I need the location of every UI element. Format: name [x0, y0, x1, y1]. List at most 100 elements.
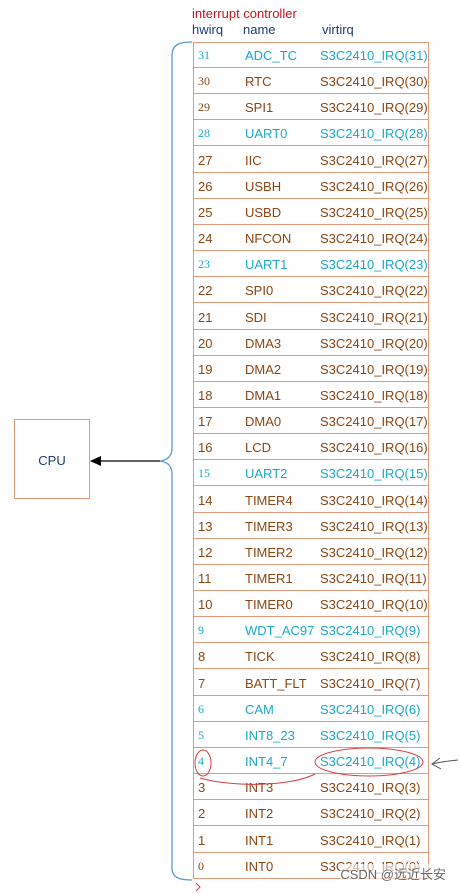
irq-name-cell: INT2: [245, 806, 274, 822]
table-row: 1 INT1 S3C2410_IRQ(1): [193, 827, 429, 853]
hwirq-cell: 11: [198, 571, 212, 586]
irq-name-cell: BATT_FLT: [245, 675, 307, 691]
row-4-underline: [199, 773, 316, 785]
hwirq-cell: 12: [198, 544, 213, 560]
table-row: 2 INT2 S3C2410_IRQ(2): [193, 800, 429, 827]
irq-name-cell: INT8_23: [245, 727, 295, 743]
virtirq-cell: S3C2410_IRQ(8): [320, 649, 421, 665]
virtirq-cell: S3C2410_IRQ(15): [320, 466, 428, 482]
irq-name-cell: WDT_AC97: [245, 623, 315, 639]
hwirq-cell: 8: [198, 649, 206, 665]
irq-name-cell: USBD: [245, 204, 282, 220]
irq-name-cell: DMA0: [245, 414, 282, 430]
table-row: 31 ADC_TC S3C2410_IRQ(31): [193, 42, 429, 68]
hwirq-cell: 22: [198, 283, 213, 299]
cpu-arrowhead: [90, 456, 101, 466]
hwirq-cell: 31: [198, 48, 210, 62]
irq-name-cell: DMA3: [245, 335, 282, 351]
virtirq-cell: S3C2410_IRQ(4): [320, 754, 421, 770]
table-row: 17 DMA0 S3C2410_IRQ(17): [193, 408, 429, 435]
hwirq-cell: 5: [198, 727, 204, 742]
hwirq-cell: 25: [198, 204, 213, 220]
hwirq-cell: 0: [198, 858, 204, 873]
hwirq-cell: 3: [198, 780, 206, 796]
irq-name-cell: TICK: [245, 649, 275, 665]
virtirq-cell: S3C2410_IRQ(17): [320, 414, 428, 430]
irq-name-cell: LCD: [245, 440, 272, 456]
virtirq-cell: S3C2410_IRQ(13): [320, 518, 428, 534]
irq-name-cell: SDI: [245, 309, 267, 325]
hwirq-cell: 16: [198, 440, 213, 456]
hwirq-cell: 24: [198, 231, 213, 247]
virtirq-4-highlight: [314, 747, 424, 777]
table-row: 25 USBD S3C2410_IRQ(25): [193, 199, 429, 225]
virtirq-cell: S3C2410_IRQ(3): [320, 780, 421, 796]
hwirq-cell: 28: [198, 126, 210, 141]
hwirq-cell: 18: [198, 387, 213, 403]
hwirq-cell: 6: [198, 701, 204, 716]
cpu-label: CPU: [38, 453, 66, 468]
irq-name-cell: TIMER3: [245, 518, 293, 534]
hwirq-cell: 13: [198, 518, 213, 534]
irq-name-cell: TIMER1: [245, 571, 293, 586]
virtirq-cell: S3C2410_IRQ(24): [320, 231, 428, 247]
irq-name-cell: UART1: [245, 257, 288, 273]
hwirq-4-highlight: [194, 749, 212, 777]
virtirq-cell: S3C2410_IRQ(27): [320, 152, 428, 168]
virtirq-cell: S3C2410_IRQ(26): [320, 178, 428, 194]
column-header-hwirq: hwirq: [192, 22, 224, 37]
virtirq-cell: S3C2410_IRQ(30): [320, 74, 428, 90]
virtirq-cell: S3C2410_IRQ(31): [320, 48, 428, 63]
irq-name-cell: DMA1: [245, 387, 282, 403]
virtirq-cell: S3C2410_IRQ(18): [320, 387, 428, 403]
hwirq-cell: 7: [198, 675, 206, 691]
hwirq-cell: 17: [198, 414, 213, 430]
irq-name-cell: TIMER4: [245, 492, 293, 508]
pointer-arrowhead: [431, 757, 442, 770]
irq-name-cell: IIC: [245, 152, 262, 168]
table-bracket: [159, 41, 193, 881]
cpu-box: CPU: [14, 419, 90, 499]
hwirq-cell: 1: [198, 832, 206, 848]
virtirq-cell: S3C2410_IRQ(25): [320, 204, 428, 220]
hwirq-cell: 26: [198, 178, 213, 194]
hwirq-cell: 20: [198, 335, 213, 351]
virtirq-cell: S3C2410_IRQ(10): [320, 597, 428, 613]
table-row: 8 TICK S3C2410_IRQ(8): [193, 643, 429, 670]
irq-name-cell: UART2: [245, 466, 288, 482]
diagram-title: interrupt controller: [192, 6, 297, 21]
hwirq-cell: 29: [198, 100, 210, 115]
hwirq-cell: 30: [198, 74, 210, 89]
virtirq-cell: S3C2410_IRQ(2): [320, 806, 421, 822]
hwirq-cell: 21: [198, 309, 213, 325]
interrupt-table: [193, 42, 429, 879]
hwirq-cell: 2: [198, 806, 206, 822]
virtirq-cell: S3C2410_IRQ(28): [320, 126, 428, 142]
bottom-mark: [195, 882, 201, 892]
virtirq-cell: S3C2410_IRQ(1): [320, 832, 421, 848]
irq-name-cell: CAM: [245, 701, 274, 717]
irq-name-cell: ADC_TC: [245, 48, 298, 63]
virtirq-cell: S3C2410_IRQ(16): [320, 440, 428, 456]
irq-name-cell: DMA2: [245, 361, 282, 377]
irq-name-cell: INT1: [245, 832, 274, 848]
table-row: 18 DMA1 S3C2410_IRQ(18): [193, 382, 429, 408]
virtirq-cell: S3C2410_IRQ(14): [320, 492, 428, 508]
